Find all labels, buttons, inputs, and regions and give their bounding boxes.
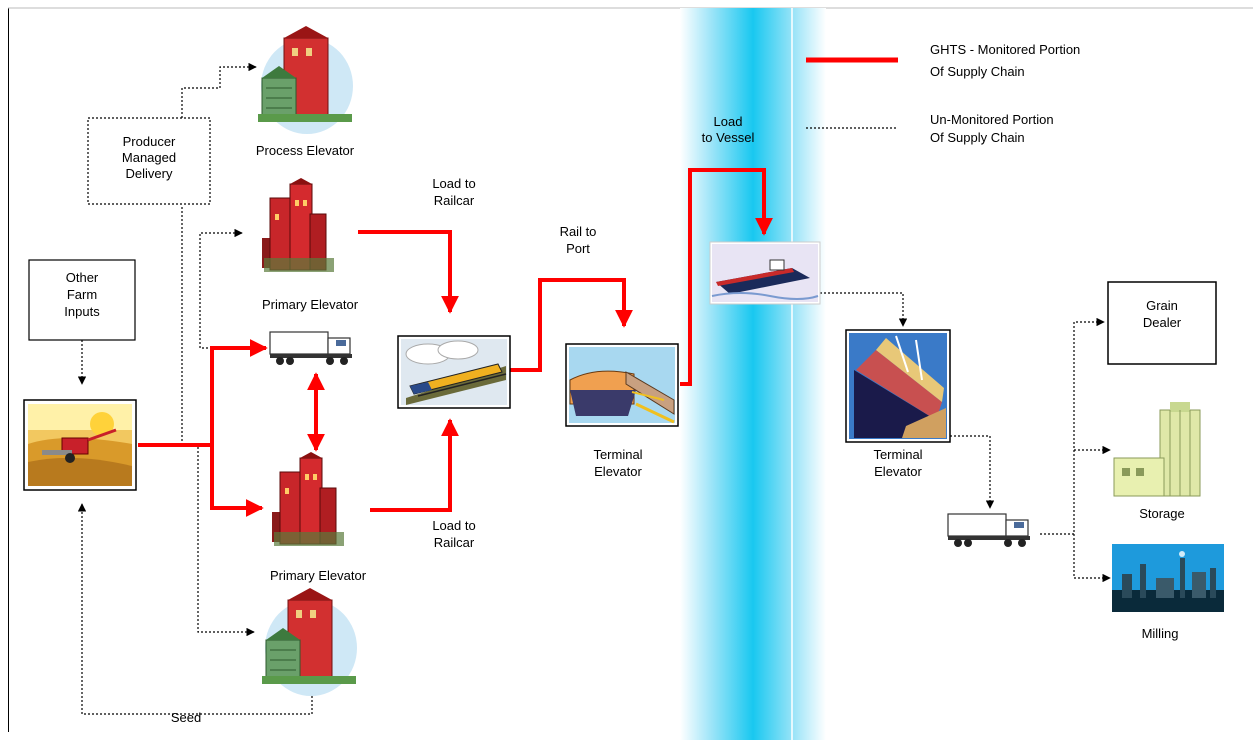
process-elevator-label: Process Elevator — [256, 143, 355, 158]
primary-elevator-top-label: Primary Elevator — [262, 297, 359, 312]
grain-dealer-line-1: Grain — [1146, 298, 1178, 313]
path-to-primary-bottom-red — [210, 445, 264, 517]
storage-label: Storage — [1139, 506, 1185, 521]
terminal-port-icon — [565, 343, 679, 427]
truck-icon — [269, 331, 353, 366]
terminal-origin-label-2: Elevator — [594, 464, 642, 479]
legend-monitored-line-2: Of Supply Chain — [930, 64, 1025, 79]
seed-label: Seed — [171, 710, 201, 725]
terminal-origin-label-1: Terminal — [593, 447, 642, 462]
legend-unmonitored-line-1: Un-Monitored Portion — [930, 112, 1054, 127]
other-inputs-line-1: Other — [66, 270, 99, 285]
producer-delivery-line-2: Managed — [122, 150, 176, 165]
grain-elevator-icon — [261, 587, 358, 697]
grain-dealer-line-2: Dealer — [1143, 315, 1182, 330]
load-to-railcar-top-1: Load to — [432, 176, 475, 191]
load-to-railcar-bottom-2: Railcar — [434, 535, 475, 550]
legend-monitored-line-1: GHTS - Monitored Portion — [930, 42, 1080, 57]
path-to-milling — [1073, 534, 1111, 583]
load-to-railcar-bottom-1: Load to — [432, 518, 475, 533]
combine-harvester-icon — [23, 399, 137, 491]
producer-delivery-line-1: Producer — [123, 134, 176, 149]
terminal-dest-label-2: Elevator — [874, 464, 922, 479]
path-seed-loop — [77, 503, 313, 715]
path-to-bottom-elevator — [197, 444, 255, 637]
train-icon — [397, 335, 511, 409]
terminal-ship-icon — [845, 329, 951, 443]
path-terminal-to-truck — [950, 435, 995, 509]
grain-elevator-icon — [257, 25, 354, 135]
rail-to-port-2: Port — [566, 241, 590, 256]
milling-label: Milling — [1142, 626, 1179, 641]
storage-silo-icon — [1113, 402, 1201, 497]
other-inputs-line-3: Inputs — [64, 304, 100, 319]
path-to-process-elevator — [181, 62, 257, 118]
path-vessel-to-terminal — [820, 292, 908, 327]
producer-delivery-box — [87, 117, 211, 205]
monitored-paths — [138, 168, 773, 517]
load-to-railcar-top-2: Railcar — [434, 193, 475, 208]
grain-elevator-icon — [271, 451, 345, 547]
rail-to-port-1: Rail to — [560, 224, 597, 239]
terminal-dest-label-1: Terminal — [873, 447, 922, 462]
mill-plant-icon — [1112, 544, 1224, 612]
other-inputs-box — [28, 259, 136, 341]
load-to-vessel-1: Load — [714, 114, 743, 129]
ship-icon — [709, 241, 821, 305]
path-farm-spine — [138, 206, 183, 446]
path-load-to-vessel-red — [680, 168, 773, 386]
path-top-to-train-red — [358, 230, 459, 314]
path-rail-to-port-red — [510, 278, 633, 372]
path-to-truck-red — [210, 339, 268, 445]
producer-delivery-line-3: Delivery — [126, 166, 173, 181]
grain-dealer-box — [1107, 281, 1217, 365]
legend-unmonitored-line-2: Of Supply Chain — [930, 130, 1025, 145]
path-to-primary-top — [199, 228, 243, 349]
load-to-vessel-2: to Vessel — [702, 130, 755, 145]
grain-elevator-icon — [261, 177, 335, 273]
path-bottom-to-train-red — [370, 418, 459, 512]
truck-icon — [947, 513, 1031, 548]
primary-elevator-bottom-label: Primary Elevator — [270, 568, 367, 583]
path-to-grain-dealer — [1040, 317, 1105, 535]
legend: GHTS - Monitored Portion Of Supply Chain… — [806, 42, 1080, 145]
other-inputs-line-2: Farm — [67, 287, 97, 302]
water-band — [680, 8, 826, 740]
